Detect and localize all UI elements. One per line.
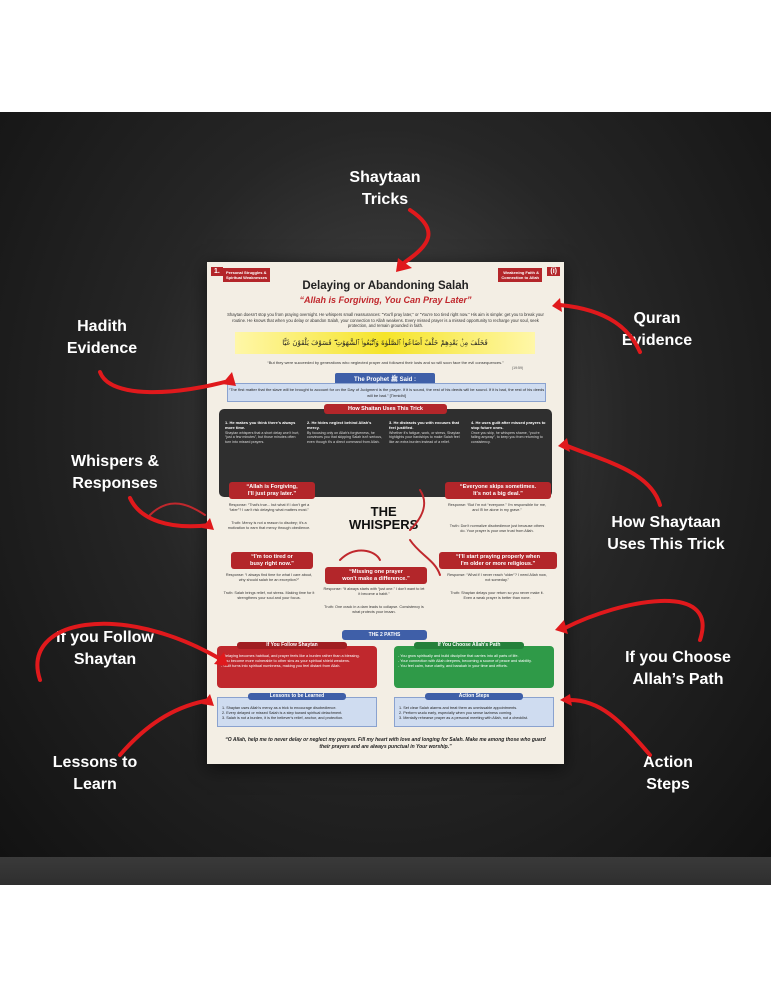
whisper-quote: “Allah is Forgiving, I'll just pray late… bbox=[229, 482, 315, 500]
trick-item: 2. He hides neglect behind Allah's mercy… bbox=[307, 420, 383, 445]
whisper-response: Response: “That's true... but what if I … bbox=[228, 503, 310, 512]
follow-shaytan-box: If You Follow Shaytan - Delaying becomes… bbox=[217, 642, 377, 688]
trick-title: 4. He uses guilt after missed prayers to… bbox=[471, 420, 546, 430]
callout-how-shaytaan: How Shaytaan Uses This Trick bbox=[607, 514, 725, 553]
poster-title: Delaying or Abandoning Salah bbox=[302, 280, 469, 292]
action-steps-items: 1. Set clear Salah alarms and treat them… bbox=[399, 706, 528, 720]
whisper-truth: Truth: Salah brings relief, not stress. … bbox=[223, 591, 315, 600]
whispers-title: THE WHISPERS bbox=[349, 504, 419, 532]
whisper-truth: Truth: One crack in a dam leads to colla… bbox=[324, 605, 424, 614]
callout-lessons: Lessons to Learn bbox=[52, 754, 138, 793]
whisper-quote: “Everyone skips sometimes. It's not a bi… bbox=[445, 482, 551, 500]
lessons-heading: Lessons to be Learned bbox=[248, 693, 346, 700]
closing-prayer: “O Allah, help me to never delay or negl… bbox=[225, 737, 546, 750]
hadith-text: “The first matter that the slave will be… bbox=[227, 383, 546, 402]
tricks-heading: How Shaitan Uses This Trick bbox=[324, 404, 447, 414]
lessons-box: Lessons to be Learned 1. Shaytan uses Al… bbox=[217, 693, 377, 727]
trick-item: 1. He makes you think there's always mor… bbox=[225, 420, 301, 445]
allah-path-heading: If You Choose Allah's Path bbox=[414, 642, 524, 649]
tag-right-number: (i) bbox=[547, 267, 560, 276]
action-steps-box: Action Steps 1. Set clear Salah alarms a… bbox=[394, 693, 554, 727]
tag-left: Personal Struggles & Spiritual Weaknesse… bbox=[223, 268, 271, 282]
follow-shaytan-heading: If You Follow Shaytan bbox=[237, 642, 347, 649]
trick-title: 1. He makes you think there's always mor… bbox=[225, 420, 296, 430]
action-steps-heading: Action Steps bbox=[425, 693, 523, 700]
trick-item: 4. He uses guilt after missed prayers to… bbox=[471, 420, 547, 445]
poster-intro: Shaytan doesn't stop you from praying ov… bbox=[227, 312, 544, 328]
whisper-response: Response: “It always starts with “just o… bbox=[323, 587, 425, 596]
allah-path-items: - You grow spiritually and build discipl… bbox=[398, 654, 532, 668]
callout-action-steps: Action Steps bbox=[643, 754, 693, 793]
callout-quran-evidence: Quran Evidence bbox=[621, 310, 693, 349]
whisper-truth: Truth: Don't normalize disobedience just… bbox=[449, 524, 545, 533]
whisper-quote: “I'll start praying properly when I'm ol… bbox=[439, 552, 557, 570]
callout-follow-shaytan: If you Follow Shaytan bbox=[56, 629, 154, 668]
poster-subtitle: “Allah is Forgiving, You Can Pray Later” bbox=[299, 295, 472, 305]
whisper-quote: “Missing one prayer won't make a differe… bbox=[325, 567, 427, 585]
trick-body: Once you skip, he whispers shame, “you'r… bbox=[471, 430, 543, 445]
whisper-truth: Truth: Mercy is not a reason to disobey;… bbox=[227, 521, 311, 530]
poster: 1. Personal Struggles & Spiritual Weakne… bbox=[207, 262, 564, 764]
trick-body: Whether it's fatigue, work, or stress, S… bbox=[389, 430, 461, 445]
callout-hadith-evidence: Hadith Evidence bbox=[66, 318, 138, 357]
arabic-verse: فَخَلَفَ مِنۢ بَعْدِهِمْ خَلْفٌ أَضَاعُو… bbox=[235, 332, 535, 354]
prophet-said-label: The Prophet ﷺ Said : bbox=[335, 373, 435, 386]
lessons-items: 1. Shaytan uses Allah's mercy as a trick… bbox=[222, 706, 344, 720]
trick-item: 3. He distracts you with excuses that fe… bbox=[389, 420, 465, 445]
whisper-response: Response: “But I'm not “everyone.” I'm r… bbox=[447, 503, 547, 512]
trick-title: 2. He hides neglect behind Allah's mercy… bbox=[307, 420, 372, 430]
trick-body: By focusing only on Allah's forgiveness,… bbox=[307, 430, 382, 445]
trick-title: 3. He distracts you with excuses that fe… bbox=[389, 420, 460, 430]
floor-band bbox=[0, 857, 771, 885]
follow-shaytan-items: - Delaying becomes habitual, and prayer … bbox=[221, 654, 360, 668]
trick-body: Shaytan whispers that a short delay won'… bbox=[225, 430, 300, 445]
poster-number: 1. bbox=[211, 267, 223, 276]
quran-reference: (19:59) bbox=[512, 366, 524, 370]
whisper-truth: Truth: Shaytan delays your return so you… bbox=[450, 591, 544, 600]
allah-path-box: If You Choose Allah's Path - You grow sp… bbox=[394, 642, 554, 688]
tag-right: Weakening Faith & Connection to Allah bbox=[498, 268, 542, 282]
callout-whispers-responses: Whispers & Responses bbox=[70, 453, 159, 492]
quran-translation: “But they were succeeded by generations … bbox=[267, 360, 504, 365]
whisper-response: Response: “What if I never reach “older”… bbox=[447, 573, 547, 582]
callout-shaytaan-tricks: Shaytaan Tricks bbox=[349, 169, 421, 208]
whisper-quote: “I'm too tired or busy right now.” bbox=[231, 552, 313, 570]
whisper-response: Response: “I always find time for what I… bbox=[225, 573, 313, 582]
two-paths-label: THE 2 PATHS bbox=[342, 630, 427, 640]
callout-choose-allah: If you Choose Allah’s Path bbox=[625, 649, 731, 688]
